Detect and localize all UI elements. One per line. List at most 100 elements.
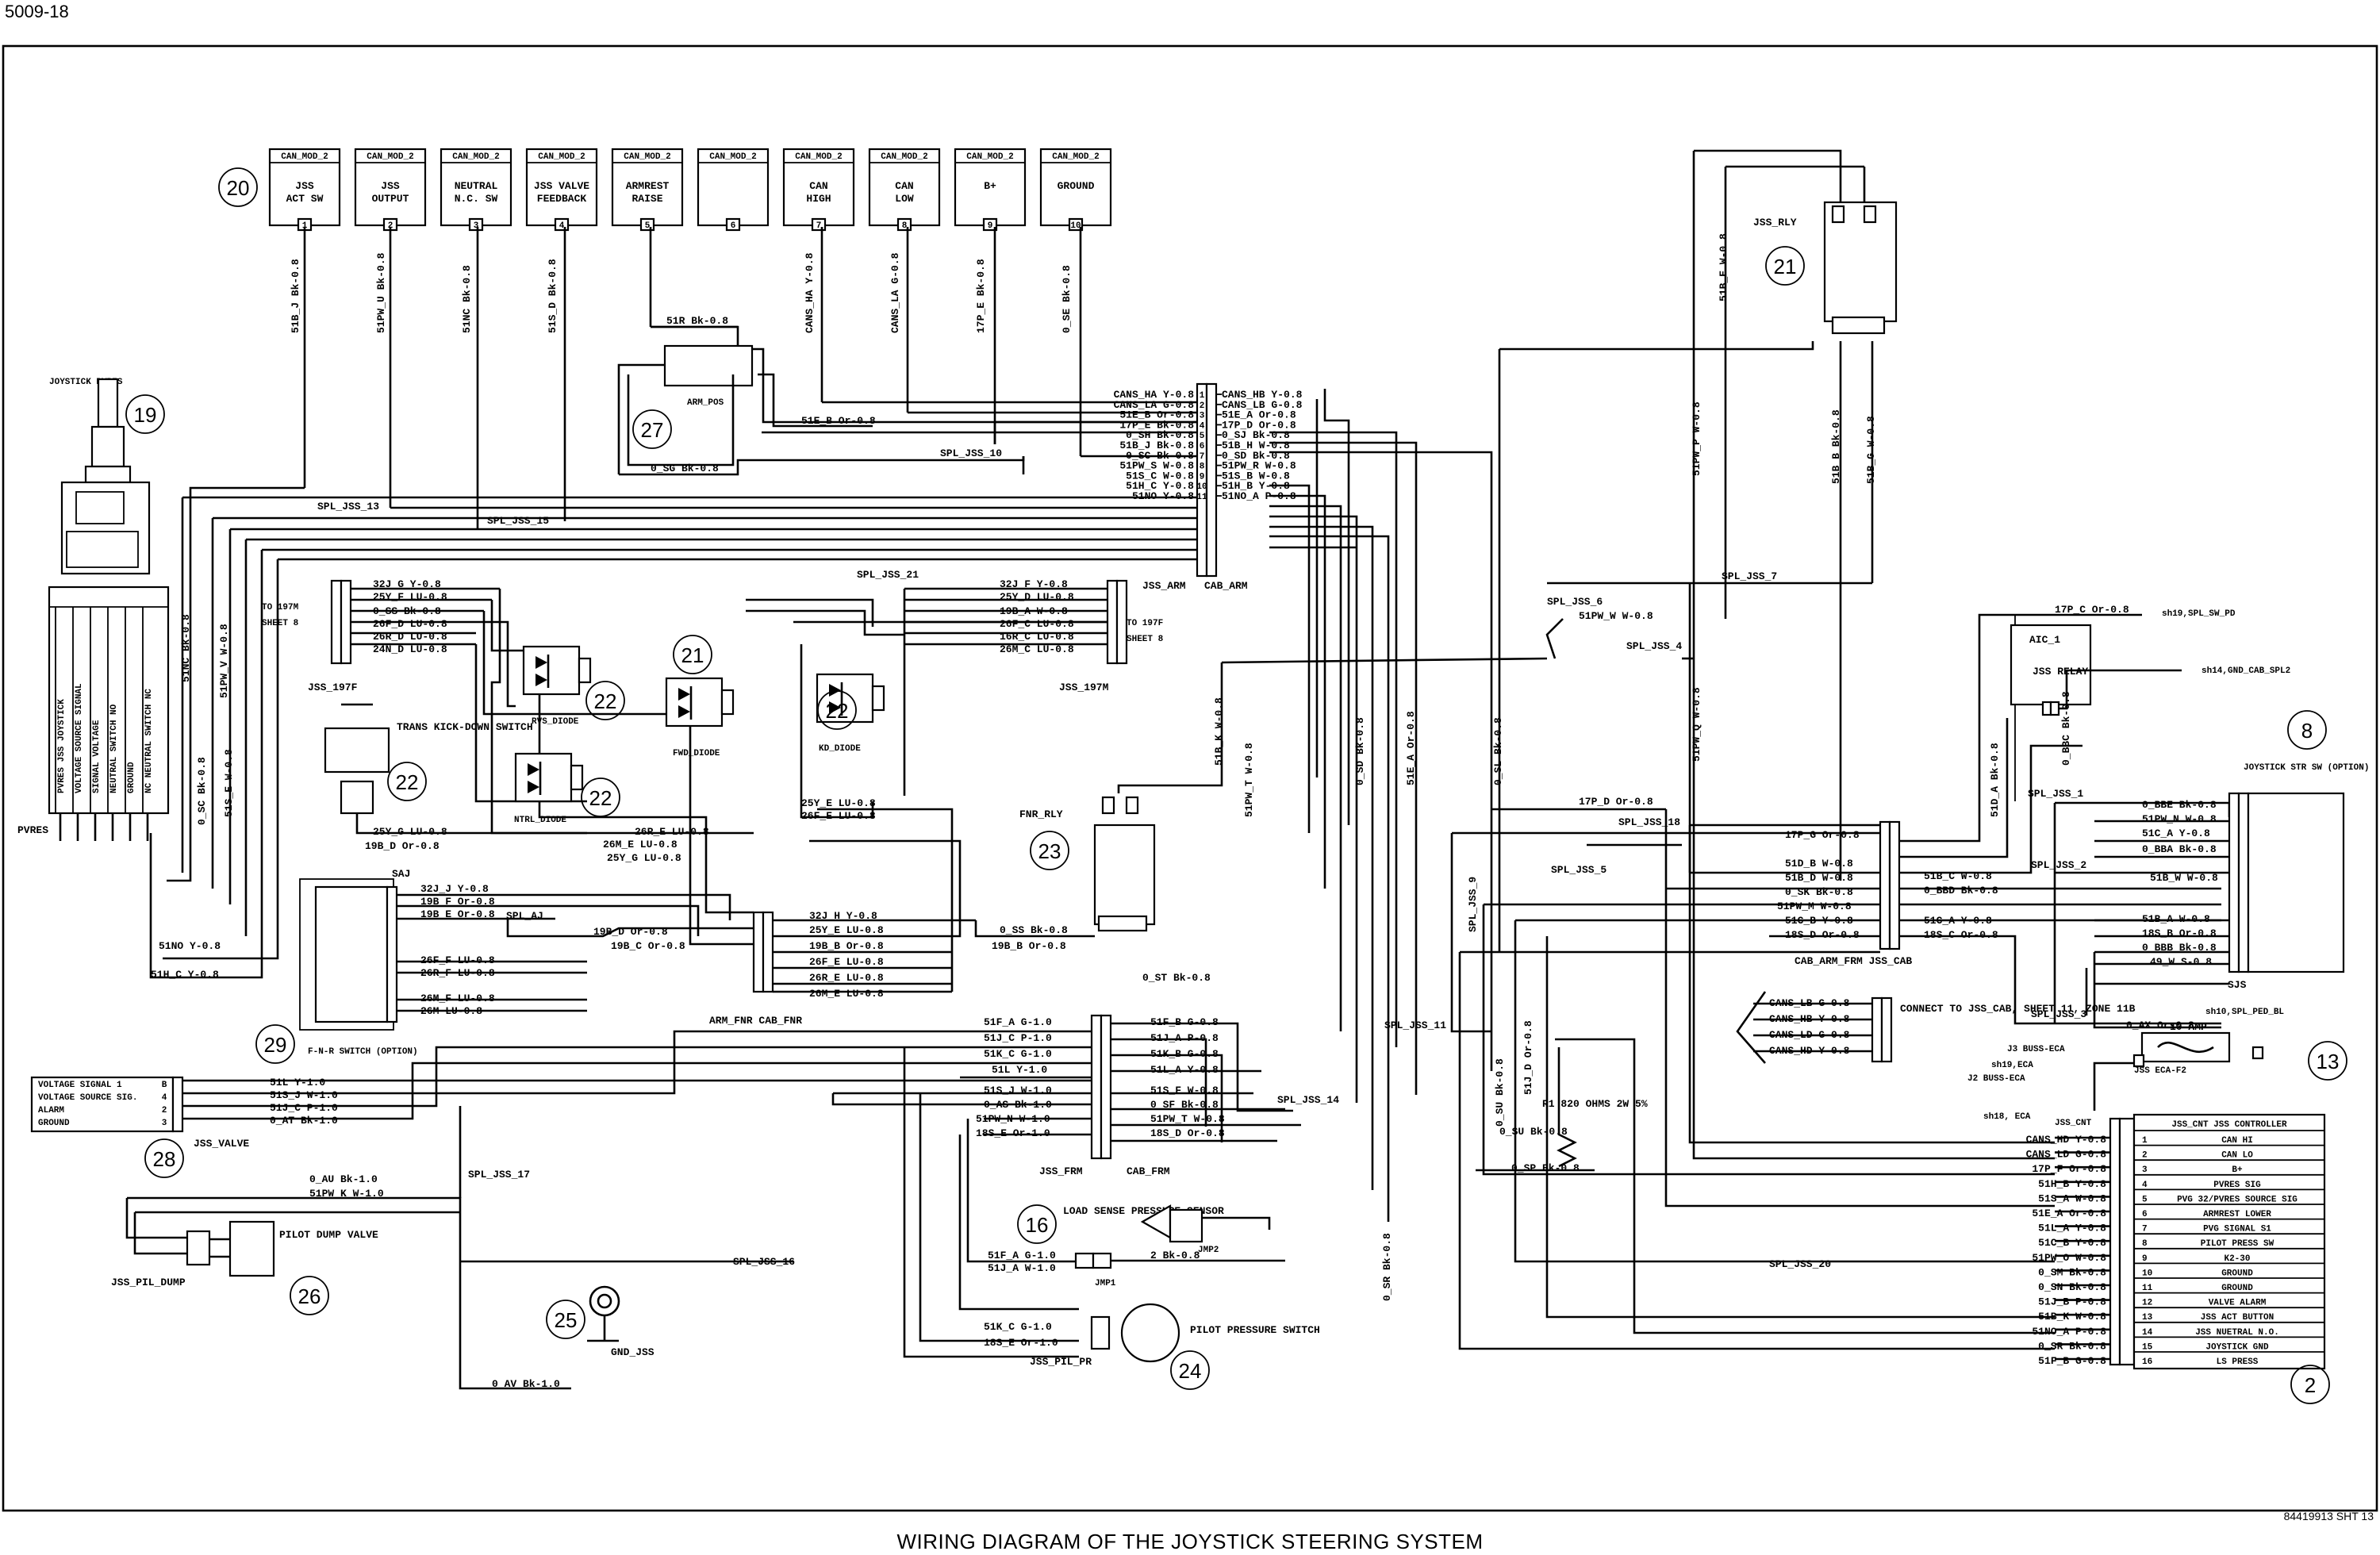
wire-label: 51J_A W-1.0 bbox=[988, 1262, 1056, 1274]
wire-label: 0_SP Bk-0.8 bbox=[1511, 1162, 1580, 1174]
wire-label: 25Y_D LU-0.8 bbox=[1000, 591, 1074, 603]
arm-pin: 9 bbox=[1200, 472, 1205, 482]
controller-wire: 51S_A W-0.8 bbox=[2038, 1192, 2106, 1204]
arm-right-wire: 51NO_A P-0.8 bbox=[1222, 490, 1296, 502]
svg-text:29: 29 bbox=[264, 1033, 287, 1057]
controller-wire: 51F_B G-0.8 bbox=[2038, 1355, 2106, 1367]
wire-label: 0_SG Bk-0.8 bbox=[651, 463, 719, 474]
can-mod-wire: 51PW_U Bk-0.8 bbox=[375, 252, 387, 333]
svg-text:TRANS KICK-DOWN SWITCH: TRANS KICK-DOWN SWITCH bbox=[397, 721, 533, 733]
arm-left-wire: 51S_C W-0.8 bbox=[1126, 470, 1194, 482]
wire-label: 51K_C G-1.0 bbox=[984, 1321, 1052, 1333]
wire-label: 19B_D Or-0.8 bbox=[593, 926, 668, 938]
wire-label: 0_BBC Bk-0.8 bbox=[2060, 691, 2072, 766]
wire-label: 25Y_E LU-0.8 bbox=[809, 924, 884, 936]
can-mod-label: ACT SW bbox=[286, 193, 324, 205]
wire-label: 51J_C P-1.0 bbox=[984, 1032, 1052, 1044]
wire-label: 18S_B Or-0.8 bbox=[2142, 927, 2217, 939]
can-mod-label: OUTPUT bbox=[372, 193, 409, 205]
wire-label: 18S_D Or-0.8 bbox=[1785, 929, 1860, 941]
wire-label: 19B_B Or-0.8 bbox=[809, 940, 884, 952]
can-mod-header: CAN_MOD_2 bbox=[281, 152, 328, 162]
wire-label: 51B_E W-0.8 bbox=[1718, 233, 1729, 301]
can-mod-header: CAN_MOD_2 bbox=[624, 152, 670, 162]
wire-label: 19B_B Or-0.8 bbox=[992, 940, 1066, 952]
can-mod-header: CAN_MOD_2 bbox=[538, 152, 585, 162]
jss-197m: TO 197F SHEET 8 JSS_197M bbox=[1059, 579, 1164, 693]
svg-text:AIC_1: AIC_1 bbox=[2029, 634, 2060, 646]
svg-text:sh19,ECA: sh19,ECA bbox=[1991, 1061, 2033, 1070]
fnr-relay: FNR_RLY 23 bbox=[1019, 796, 1156, 932]
valve-pin-label: ALARM bbox=[38, 1106, 64, 1115]
controller-pin-name: B+ bbox=[2232, 1165, 2243, 1175]
controller-pin-number: 10 bbox=[2142, 1269, 2152, 1278]
valve-pin: 3 bbox=[162, 1119, 167, 1128]
wire-label: 26M LU-0.8 bbox=[420, 1005, 482, 1017]
controller-pin-name: GROUND bbox=[2221, 1284, 2253, 1293]
can-mod-label: JSS bbox=[295, 180, 314, 192]
wire-label: 51PW_N W-0.8 bbox=[2142, 813, 2217, 825]
splice-spl_jss_2: SPL_JSS_2 bbox=[2031, 859, 2086, 871]
wire-label: 26R_D LU-0.8 bbox=[373, 631, 447, 643]
svg-text:JSS RELAY: JSS RELAY bbox=[2033, 666, 2088, 678]
svg-text:JMP1: JMP1 bbox=[1095, 1279, 1116, 1288]
wire-label: 51C_B Y-0.8 bbox=[1785, 915, 1853, 927]
arm-pin: 11 bbox=[1196, 493, 1207, 502]
controller-pin-name: PVRES SIG bbox=[2213, 1181, 2261, 1190]
wire-label: 51B_D W-0.8 bbox=[1785, 872, 1853, 884]
wire-label: 51S_J W-1.0 bbox=[984, 1085, 1052, 1096]
controller-pin-name: CAN LO bbox=[2221, 1151, 2253, 1161]
svg-text:2: 2 bbox=[2305, 1373, 2316, 1397]
wire-label: 26F_E LU-0.8 bbox=[809, 956, 884, 968]
can-mod-pin: 5 bbox=[645, 221, 651, 231]
svg-text:21: 21 bbox=[681, 643, 704, 667]
wire-label: 51PW_N W-1.0 bbox=[976, 1113, 1050, 1125]
svg-text:ARM_FNR CAB_FNR: ARM_FNR CAB_FNR bbox=[709, 1015, 802, 1027]
svg-text:JMP2: JMP2 bbox=[1198, 1246, 1219, 1255]
callout-22d: 22 bbox=[581, 778, 620, 817]
pilot-dump-valve: PILOT DUMP VALVE JSS_PIL_DUMP 26 bbox=[111, 1220, 378, 1315]
splice-spl_jss_5: SPL_JSS_5 bbox=[1551, 864, 1606, 876]
svg-text:SAJ: SAJ bbox=[392, 868, 410, 880]
controller-pin-name: ARMREST LOWER bbox=[2203, 1210, 2271, 1219]
wire-label: 51PW_V W-0.8 bbox=[218, 624, 230, 698]
controller-pin-number: 8 bbox=[2142, 1239, 2148, 1249]
wire-label: 51B_K W-0.8 bbox=[1213, 697, 1225, 766]
arm-right-wire: 51H_B Y-0.8 bbox=[1222, 480, 1290, 492]
diode-4 bbox=[514, 752, 584, 803]
svg-text:JSS_VALVE: JSS_VALVE bbox=[194, 1138, 249, 1150]
wire-label: 51PW_T W-0.8 bbox=[1150, 1113, 1225, 1125]
arm-pin: 6 bbox=[1200, 442, 1205, 451]
controller-pin-name: CAN HI bbox=[2221, 1136, 2253, 1146]
wire-label: 25Y_F LU-0.8 bbox=[373, 591, 447, 603]
wire-label: 51F_A G-1.0 bbox=[984, 1016, 1052, 1028]
controller-pin-number: 14 bbox=[2142, 1328, 2153, 1338]
can-mod-pin: 7 bbox=[816, 221, 822, 231]
wire-label: 51R Bk-0.8 bbox=[666, 315, 728, 327]
wire-label: 51K_B G-0.8 bbox=[1150, 1048, 1219, 1060]
svg-text:23: 23 bbox=[1038, 839, 1061, 863]
splice-spl_jss_14: SPL_JSS_14 bbox=[1277, 1094, 1339, 1106]
svg-text:sh18, ECA: sh18, ECA bbox=[1983, 1112, 2031, 1122]
wire-label: 26F_D LU-0.8 bbox=[373, 618, 447, 630]
wire-label: 0_SK Bk-0.8 bbox=[1785, 886, 1853, 898]
can-mod-wire: CANS_LA G-0.8 bbox=[889, 252, 901, 333]
svg-text:J2 BUSS-ECA: J2 BUSS-ECA bbox=[1967, 1074, 2025, 1084]
callout-20: 20 bbox=[218, 167, 258, 207]
controller-wire: 17P_F Or-0.8 bbox=[2032, 1163, 2106, 1175]
can-mod-pin: 4 bbox=[559, 221, 565, 231]
resistor-r1: R1 820 OHMS 2W 5% bbox=[1476, 1047, 1648, 1172]
svg-text:F-N-R SWITCH (OPTION): F-N-R SWITCH (OPTION) bbox=[308, 1047, 418, 1057]
splice-spl_jss_21: SPL_JSS_21 bbox=[857, 569, 919, 581]
wire-label: 0_BBB Bk-0.8 bbox=[2142, 942, 2217, 954]
wire-label: 0_SS Bk-0.8 bbox=[373, 605, 441, 617]
wire-label: 51PW_Q W-0.8 bbox=[1691, 687, 1702, 762]
svg-text:22: 22 bbox=[594, 689, 617, 713]
controller-pin-number: 3 bbox=[2142, 1165, 2148, 1175]
wire-label: 32J_H Y-0.8 bbox=[809, 910, 877, 922]
wire-label: 19B_C Or-0.8 bbox=[611, 940, 685, 952]
